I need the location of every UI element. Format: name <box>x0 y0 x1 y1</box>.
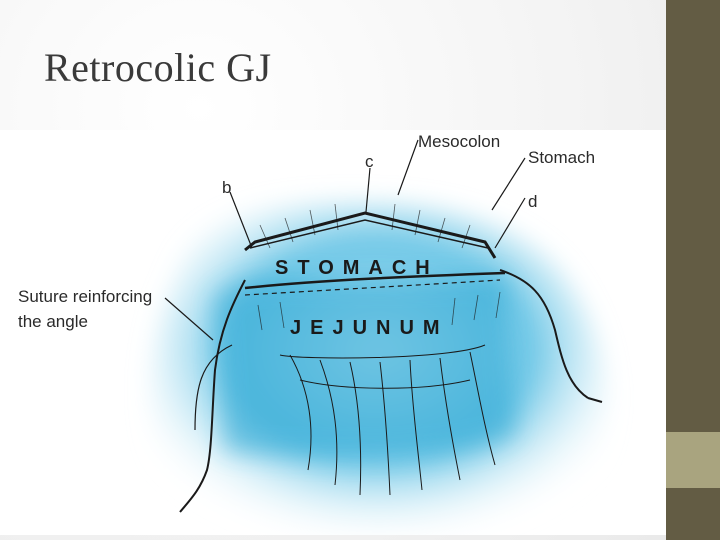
diagram-figure: Mesocolon Stomach c b d Suture reinforci… <box>0 130 666 535</box>
label-b: b <box>222 178 232 197</box>
label-c: c <box>365 152 374 171</box>
label-d: d <box>528 192 538 211</box>
label-suture-line1: Suture reinforcing <box>18 287 153 306</box>
label-mesocolon: Mesocolon <box>418 132 501 151</box>
jejunum-left-limb <box>179 279 246 513</box>
sidebar-light-band <box>666 432 720 488</box>
jejunum-right-limb <box>499 269 589 399</box>
stomach-inner-outline <box>249 219 489 249</box>
mesentery-vessels <box>279 344 496 496</box>
stomach-outline <box>244 211 497 259</box>
organ-label-jejunum: JEJUNUM <box>290 317 449 339</box>
label-leader-lines <box>164 139 526 341</box>
gastrojejunostomy-illustration <box>150 139 608 532</box>
slide-title: Retrocolic GJ <box>44 45 272 90</box>
jejunum-right-end <box>587 397 603 403</box>
tissue-hatching <box>257 203 501 331</box>
suture-angle-stitch <box>194 344 233 431</box>
label-suture-line2: the angle <box>18 312 88 331</box>
suture-line-inner <box>244 279 501 296</box>
suture-line-outer <box>244 271 506 290</box>
tissue-core <box>215 277 515 456</box>
organ-label-stomach: STOMACH <box>275 257 439 279</box>
label-stomach-pointer: Stomach <box>528 148 596 167</box>
